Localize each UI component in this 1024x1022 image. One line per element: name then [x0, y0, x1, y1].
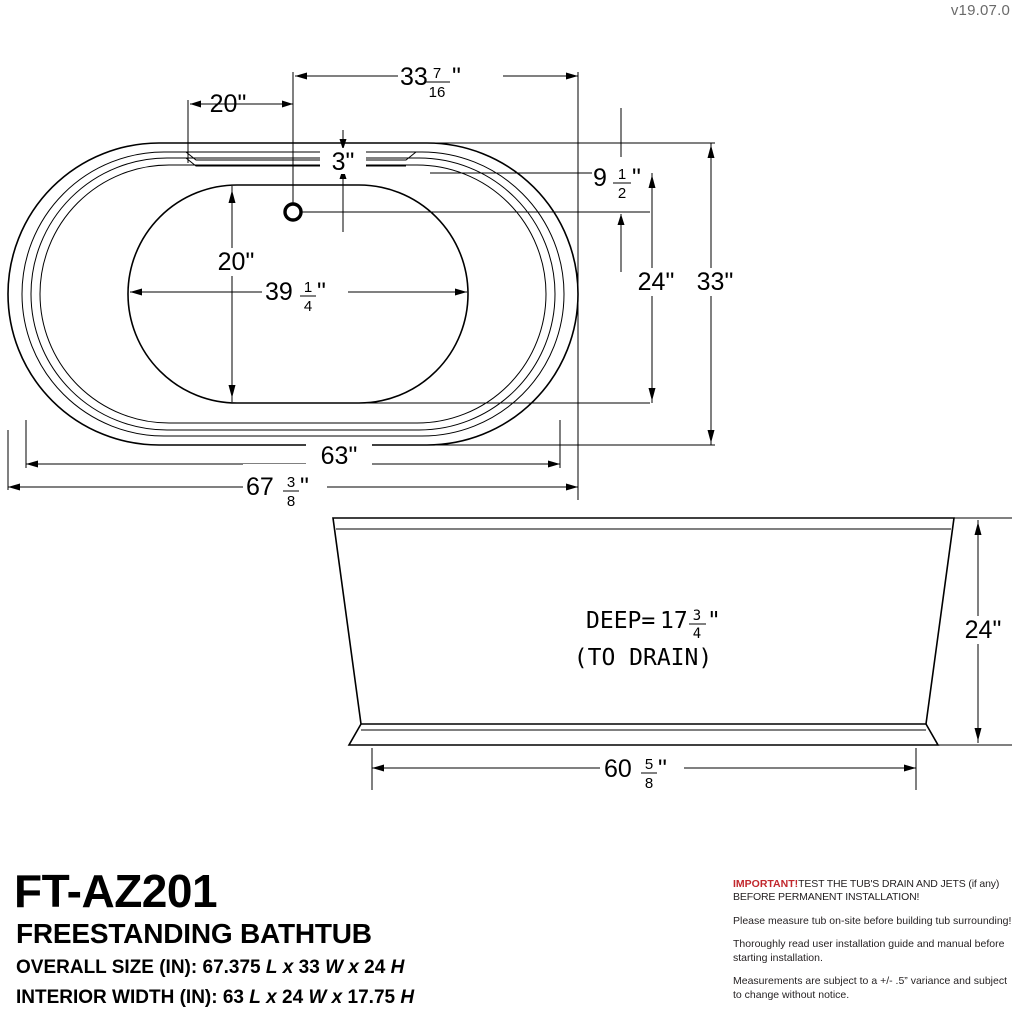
- dim-24-plan: 24": [625, 173, 687, 403]
- installation-notes: IMPORTANT!TEST THE TUB'S DRAIN AND JETS …: [733, 878, 1018, 1002]
- dim-33-plan-label: 33": [697, 268, 734, 296]
- technical-drawing: 20" 33 7 16 " 3: [7, 56, 1014, 792]
- note-variance: Measurements are subject to a +/- .5” va…: [733, 975, 1008, 1001]
- note-measure: Please measure tub on-site before buildi…: [733, 914, 1012, 927]
- dim-67-3-8-denominator: 8: [287, 493, 295, 510]
- interior-width-line: INTERIOR WIDTH (IN): 63 L x 24 W x 17.75…: [16, 988, 414, 1007]
- plan-view: 20" 33 7 16 " 3: [7, 56, 746, 510]
- dim-33-plan: 33": [684, 143, 746, 445]
- interior-width-x2: x: [331, 987, 343, 1008]
- interior-width-label: INTERIOR WIDTH (IN):: [16, 987, 218, 1008]
- elevation-view: DEEP= 17 3 4 " (TO DRAIN) 24": [332, 517, 1014, 792]
- dim-60-5-8-whole: 60: [604, 755, 632, 783]
- drain-hole-icon: [283, 202, 303, 222]
- overall-size-x1: x: [282, 957, 294, 978]
- tub-interior-basin: [127, 184, 469, 404]
- dim-33-7-16-denominator: 16: [429, 84, 446, 101]
- interior-width-l: L: [249, 987, 261, 1008]
- depth-label-unit: ": [707, 608, 721, 634]
- dim-24-elevation: 24": [938, 517, 1014, 746]
- product-type: FREESTANDING BATHTUB: [16, 918, 372, 949]
- interior-width-h-value: 17.75: [347, 987, 396, 1008]
- depth-label-whole: 17: [660, 608, 688, 634]
- dim-20-top-label: 20": [210, 90, 247, 118]
- dim-33-7-16-numerator: 7: [433, 65, 441, 82]
- overall-size-value: 67.375: [202, 957, 261, 978]
- interior-width-w-value: 24: [282, 987, 304, 1008]
- interior-width-w: W: [308, 987, 327, 1008]
- overall-size-x2: x: [348, 957, 359, 978]
- interior-width-x1: x: [266, 987, 277, 1008]
- dim-39-1-4-numerator: 1: [304, 279, 312, 296]
- overall-size-h: H: [390, 957, 405, 978]
- dim-67-3-8: 67 3 8 ": [8, 464, 578, 510]
- dim-33-7-16-whole: 33: [400, 63, 428, 91]
- dim-24-elevation-label: 24": [965, 616, 1002, 644]
- dim-9-1-2-whole: 9: [593, 164, 607, 192]
- dim-9-1-2: 9 1 2 ": [592, 108, 650, 272]
- footer-block: FT-AZ201 FREESTANDING BATHTUB OVERALL SI…: [0, 858, 1024, 1022]
- dim-39-1-4-whole: 39: [265, 278, 293, 306]
- dim-67-3-8-unit: ": [300, 473, 309, 501]
- depth-sublabel: (TO DRAIN): [574, 645, 712, 671]
- overall-size-w: W: [325, 957, 344, 978]
- note-important: IMPORTANT!TEST THE TUB'S DRAIN AND JETS …: [733, 878, 1018, 905]
- dim-33-7-16: 33 7 16 ": [295, 56, 578, 101]
- dim-67-3-8-whole: 67: [246, 473, 274, 501]
- dim-60-5-8-unit: ": [658, 755, 667, 783]
- tub-base-plinth: [347, 723, 940, 746]
- interior-width-h: H: [400, 987, 415, 1008]
- dim-60-5-8: 60 5 8 ": [371, 746, 917, 792]
- dim-60-5-8-numerator: 5: [645, 756, 653, 773]
- model-number: FT-AZ201: [14, 865, 218, 917]
- dim-39-1-4-unit: ": [317, 278, 326, 306]
- depth-label-numerator: 3: [693, 608, 701, 624]
- overall-size-l: L: [265, 957, 278, 978]
- dim-39-1-4: 39 1 4 ": [130, 272, 467, 315]
- interior-width-value: 63: [222, 987, 244, 1008]
- dim-33-7-16-unit: ": [452, 63, 461, 91]
- depth-label-denominator: 4: [693, 626, 701, 642]
- dim-3-vertical: 3": [320, 130, 366, 210]
- dim-20-interior-vertical: 20": [205, 186, 267, 402]
- dim-67-3-8-numerator: 3: [287, 474, 295, 491]
- version-stamp: v19.07.0: [950, 2, 1010, 19]
- overall-size-h-value: 24: [364, 957, 386, 978]
- depth-label-prefix: DEEP=: [586, 608, 655, 634]
- rim-seam-notch: [185, 151, 417, 161]
- dim-24-plan-label: 24": [638, 268, 675, 296]
- dim-9-1-2-numerator: 1: [618, 166, 626, 183]
- note-read-guide: Thoroughly read user installation guide …: [733, 938, 1005, 964]
- overall-size-label: OVERALL SIZE (IN):: [16, 957, 198, 978]
- dim-20-top: 20": [190, 90, 293, 118]
- note-important-prefix: IMPORTANT!: [733, 878, 799, 890]
- depth-annotation: DEEP= 17 3 4 " (TO DRAIN): [574, 608, 721, 671]
- dim-9-1-2-unit: ": [632, 164, 641, 192]
- overall-size-line: OVERALL SIZE (IN): 67.375 L x 33 W x 24 …: [16, 958, 404, 977]
- note-important-body: TEST THE TUB'S DRAIN AND JETS (if any) B…: [733, 878, 1000, 904]
- overall-size-w-value: 33: [298, 957, 320, 978]
- dim-3-label: 3": [332, 148, 355, 176]
- dim-39-1-4-denominator: 4: [304, 298, 312, 315]
- dim-20-interior-label: 20": [218, 248, 255, 276]
- dim-60-5-8-denominator: 8: [645, 775, 653, 792]
- dim-9-1-2-denominator: 2: [618, 185, 626, 202]
